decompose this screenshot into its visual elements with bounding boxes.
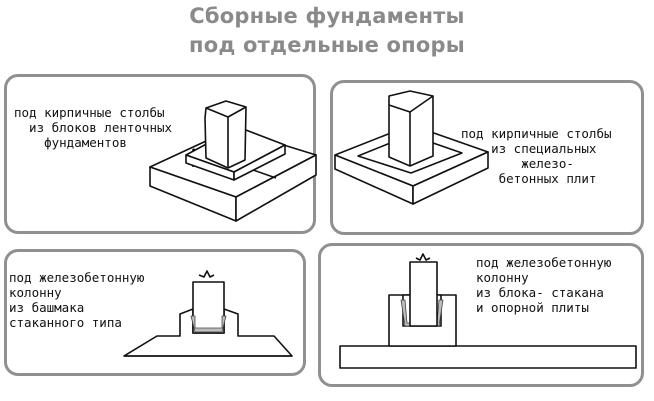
caption-brick-pillars-special-slabs: под кирпичные столбы из специальных желе… (461, 126, 612, 186)
socket-block-drawing (339, 253, 637, 369)
shoe-footing-drawing (123, 270, 293, 357)
strip-block-footing-drawing (149, 100, 317, 222)
caption-brick-pillars-strip-blocks: под кирпичные столбы из блоков ленточных… (14, 105, 173, 150)
caption-column-shoe-footing: под железобетонную колонну из башмака ст… (9, 270, 145, 330)
page-title-line-2: под отдельные опоры (189, 33, 465, 57)
caption-column-socket-block-slab: под железобетонную колонну из блока- ста… (476, 255, 612, 315)
page-title-line-1: Сборные фундаменты (189, 4, 465, 28)
special-slab-footing-drawing (334, 90, 489, 205)
